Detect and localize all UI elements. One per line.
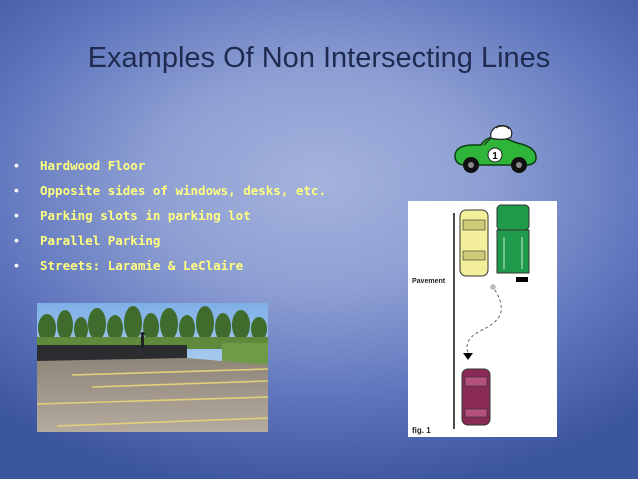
bullet-marker: • <box>14 182 19 198</box>
bullet-text: Streets: Laramie & LeClaire <box>40 258 244 273</box>
pavement-label: Pavement <box>412 278 446 285</box>
car-number: 1 <box>492 151 498 162</box>
bullet-marker: • <box>14 207 19 223</box>
bullet-item: • Parallel Parking <box>14 228 326 253</box>
slide-title: Examples Of Non Intersecting Lines <box>87 42 551 74</box>
bullet-text: Parking slots in parking lot <box>40 208 251 223</box>
bullet-item: • Opposite sides of windows, desks, etc. <box>14 178 326 203</box>
bullet-item: • Hardwood Floor <box>14 153 326 178</box>
bullet-marker: • <box>14 232 19 248</box>
bullet-text: Opposite sides of windows, desks, etc. <box>40 183 326 198</box>
bullet-list: • Hardwood Floor • Opposite sides of windo… <box>14 153 326 278</box>
parallel-parking-diagram: Pavement fig. 1 <box>408 201 557 437</box>
parking-diagram-drawing <box>453 204 530 429</box>
bullet-item: • Streets: Laramie & LeClaire <box>14 253 326 278</box>
parking-lot-photo <box>37 303 268 432</box>
bullet-text: Parallel Parking <box>40 233 161 248</box>
figure-label: fig. 1 <box>412 426 431 435</box>
bullet-text: Hardwood Floor <box>40 158 146 173</box>
bullet-marker: • <box>14 257 19 273</box>
race-car-clipart: 1 <box>454 125 537 173</box>
bullet-item: • Parking slots in parking lot <box>14 203 326 228</box>
bullet-marker: • <box>14 157 19 173</box>
